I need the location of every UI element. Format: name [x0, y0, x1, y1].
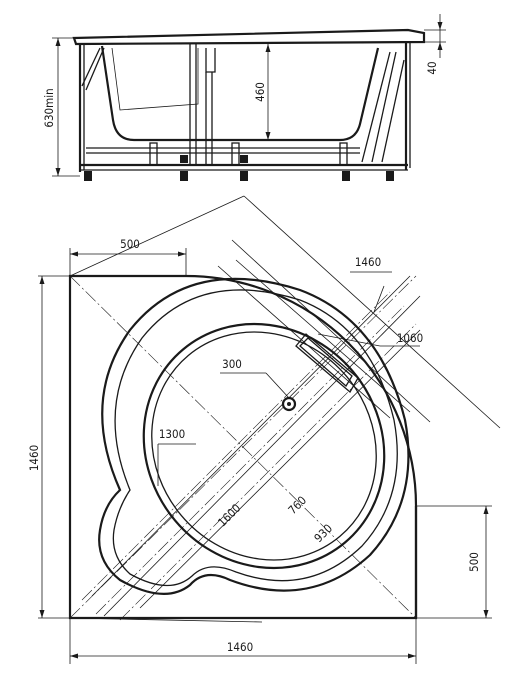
plan-view-bowl: [142, 322, 386, 570]
dim-630min: 630min: [42, 88, 56, 127]
dim-1600: 1600: [215, 501, 244, 530]
dim-930: 930: [311, 521, 335, 545]
side-view-brace-right-2: [371, 51, 397, 163]
side-view-support: [149, 142, 158, 166]
dim-500-top: 500: [120, 237, 140, 251]
side-view-support-2: [231, 142, 240, 166]
plan-view-rim-inner: [112, 289, 398, 587]
side-view-support-3: [339, 142, 348, 166]
dim-500-right: 500: [467, 552, 481, 572]
side-view-bowl-inner: [111, 47, 199, 111]
dim-1300: 1300: [159, 427, 185, 441]
plan-view-bowl-inner: [151, 331, 377, 561]
side-view-bowl: [100, 45, 380, 142]
dim-1460-left: 1460: [27, 445, 41, 471]
side-view-feet: [84, 155, 394, 181]
dim-760: 760: [285, 493, 309, 517]
dim-40: 40: [425, 61, 439, 74]
plan-view-axis-diagonal-2: [69, 275, 417, 619]
side-view-rim: [72, 28, 426, 46]
dim-1060: 1060: [397, 331, 423, 345]
side-view-seat: [205, 48, 216, 73]
dim-1460-bottom: 1460: [227, 640, 253, 654]
side-view: 630min 460 40: [42, 14, 446, 181]
side-view-brace-left: [81, 47, 101, 87]
plan-view: 500 1460 1460 500 1460 1060 300 1300 160: [27, 195, 501, 664]
plan-view-headrest: [295, 333, 359, 394]
plan-view-rim-outer: [98, 277, 410, 595]
side-view-brace-right: [361, 51, 391, 163]
side-view-brace-left-2: [85, 47, 105, 91]
dim-300: 300: [222, 357, 242, 371]
side-view-brace-right-3: [381, 59, 405, 163]
dim-460: 460: [253, 82, 267, 102]
dim-1460-diagonal: 1460: [355, 255, 381, 269]
